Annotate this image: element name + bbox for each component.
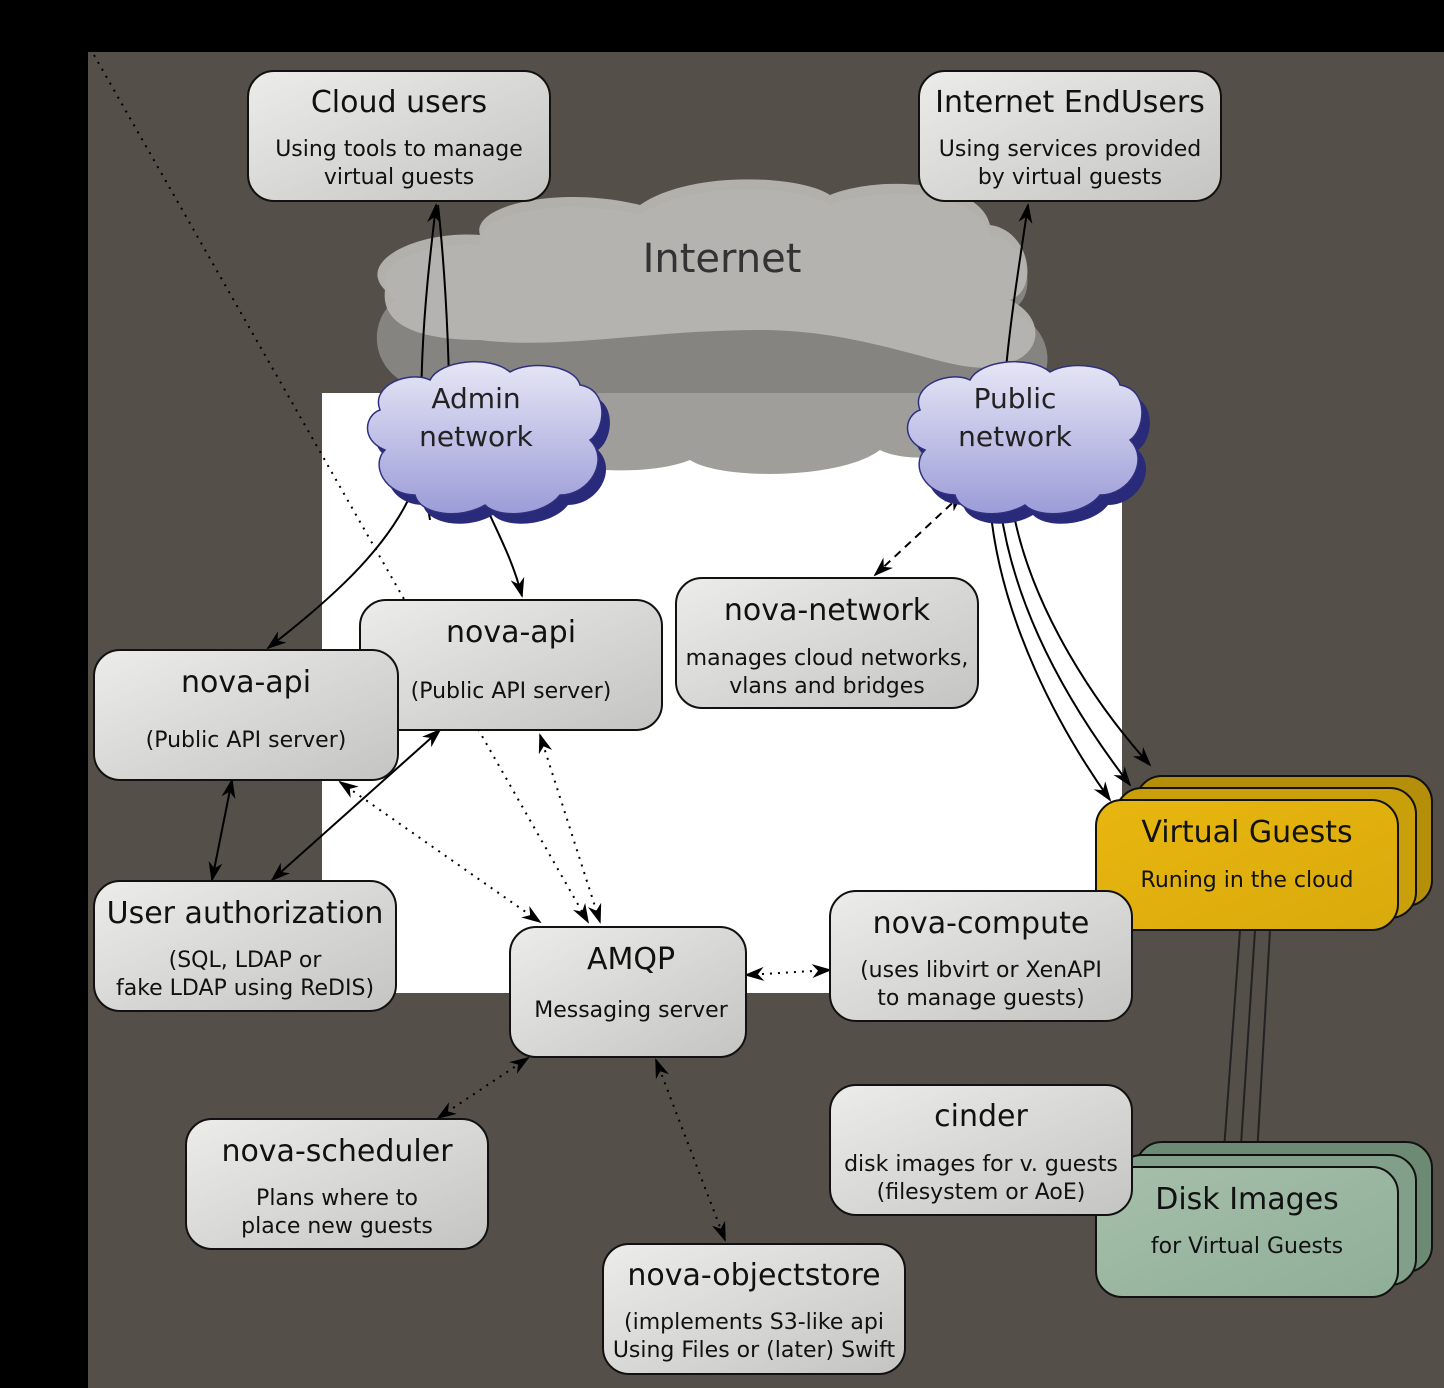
node-subtitle-line2: (filesystem or AoE) (877, 1180, 1086, 1205)
node-subtitle-line2: vlans and bridges (729, 674, 924, 699)
connection-public-to-endusers (1004, 203, 1033, 381)
node-title: nova-scheduler (221, 1134, 453, 1169)
admin-network-line2: network (419, 420, 533, 453)
node-subtitle-line2: by virtual guests (978, 165, 1162, 190)
internet-label: Internet (643, 236, 802, 282)
node-subtitle-line1: (uses libvirt or XenAPI (860, 958, 1102, 983)
connection-nova-api-left-to-user-auth (208, 778, 236, 882)
connection-public-to-vg-1 (989, 504, 1112, 802)
node-subtitle-line1: (Public API server) (411, 679, 612, 704)
node-internet-endusers: Internet EndUsers Using services provide… (918, 70, 1222, 202)
public-network-line2: network (958, 420, 1072, 453)
node-title: nova-compute (873, 906, 1090, 941)
node-disk-images: Disk Images for Virtual Guests (1095, 1141, 1433, 1298)
node-subtitle-line2: Using Files or (later) Swift (613, 1338, 896, 1363)
connection-public-to-vg-3 (1011, 504, 1152, 767)
connection-vg-to-disk-1 (1223, 929, 1241, 1151)
node-nova-compute: nova-compute (uses libvirt or XenAPI to … (829, 890, 1133, 1022)
node-user-authorization: User authorization (SQL, LDAP or fake LD… (93, 880, 397, 1012)
node-nova-network: nova-network manages cloud networks, vla… (675, 577, 979, 709)
connection-nova-api-right-to-amqp (538, 733, 602, 924)
node-subtitle-line1: for Virtual Guests (1151, 1234, 1343, 1259)
node-title: User authorization (107, 896, 384, 931)
node-title: AMQP (587, 942, 675, 977)
public-network-cloud: Public network (906, 360, 1150, 524)
node-title: Internet EndUsers (935, 85, 1205, 120)
node-title: nova-api (446, 615, 576, 650)
node-subtitle-line1: Using tools to manage (275, 137, 523, 162)
node-subtitle-line1: disk images for v. guests (844, 1152, 1118, 1177)
node-subtitle-line1: manages cloud networks, (686, 646, 969, 671)
node-title: Cloud users (311, 85, 487, 120)
node-subtitle-line1: (SQL, LDAP or (169, 948, 323, 973)
node-title: Disk Images (1155, 1182, 1339, 1217)
node-subtitle-line1: Messaging server (534, 998, 728, 1023)
node-nova-objectstore: nova-objectstore (implements S3-like api… (602, 1243, 906, 1375)
node-subtitle-line1: (Public API server) (146, 728, 347, 753)
connection-public-to-vg-2 (999, 504, 1132, 787)
node-subtitle-line2: place new guests (241, 1214, 433, 1239)
connection-vg-to-disk-3 (1255, 929, 1271, 1173)
node-title: nova-network (724, 593, 931, 628)
node-nova-scheduler: nova-scheduler Plans where to place new … (185, 1118, 489, 1250)
public-network-line1: Public (974, 382, 1057, 415)
admin-network-line1: Admin (431, 382, 520, 415)
node-title: cinder (934, 1099, 1028, 1134)
node-subtitle-line2: virtual guests (324, 165, 474, 190)
node-title: Virtual Guests (1141, 815, 1352, 850)
node-title: nova-objectstore (627, 1258, 880, 1293)
node-subtitle-line1: Using services provided (939, 137, 1201, 162)
node-nova-api-left: nova-api (Public API server) (93, 649, 399, 781)
node-cinder: cinder disk images for v. guests (filesy… (829, 1084, 1133, 1216)
connection-public-to-nova-network (873, 492, 964, 577)
connection-nova-api-left-to-amqp (338, 780, 542, 924)
connection-vg-to-disk-2 (1239, 929, 1256, 1161)
node-cloud-users: Cloud users Using tools to manage virtua… (247, 70, 551, 202)
admin-network-cloud: Admin network (366, 360, 610, 524)
node-subtitle-line1: Plans where to (256, 1186, 418, 1211)
node-subtitle-line2: fake LDAP using ReDIS) (116, 976, 374, 1001)
connection-amqp-to-objectstore (655, 1058, 726, 1242)
node-nova-api-right: nova-api (Public API server) (359, 599, 663, 731)
node-subtitle-line1: Runing in the cloud (1141, 868, 1354, 893)
node-subtitle-line1: (implements S3-like api (624, 1310, 884, 1335)
node-title: nova-api (181, 665, 311, 700)
node-amqp: AMQP Messaging server (509, 926, 747, 1058)
node-subtitle-line2: to manage guests) (877, 986, 1085, 1011)
node-virtual-guests: Virtual Guests Runing in the cloud (1095, 775, 1433, 931)
